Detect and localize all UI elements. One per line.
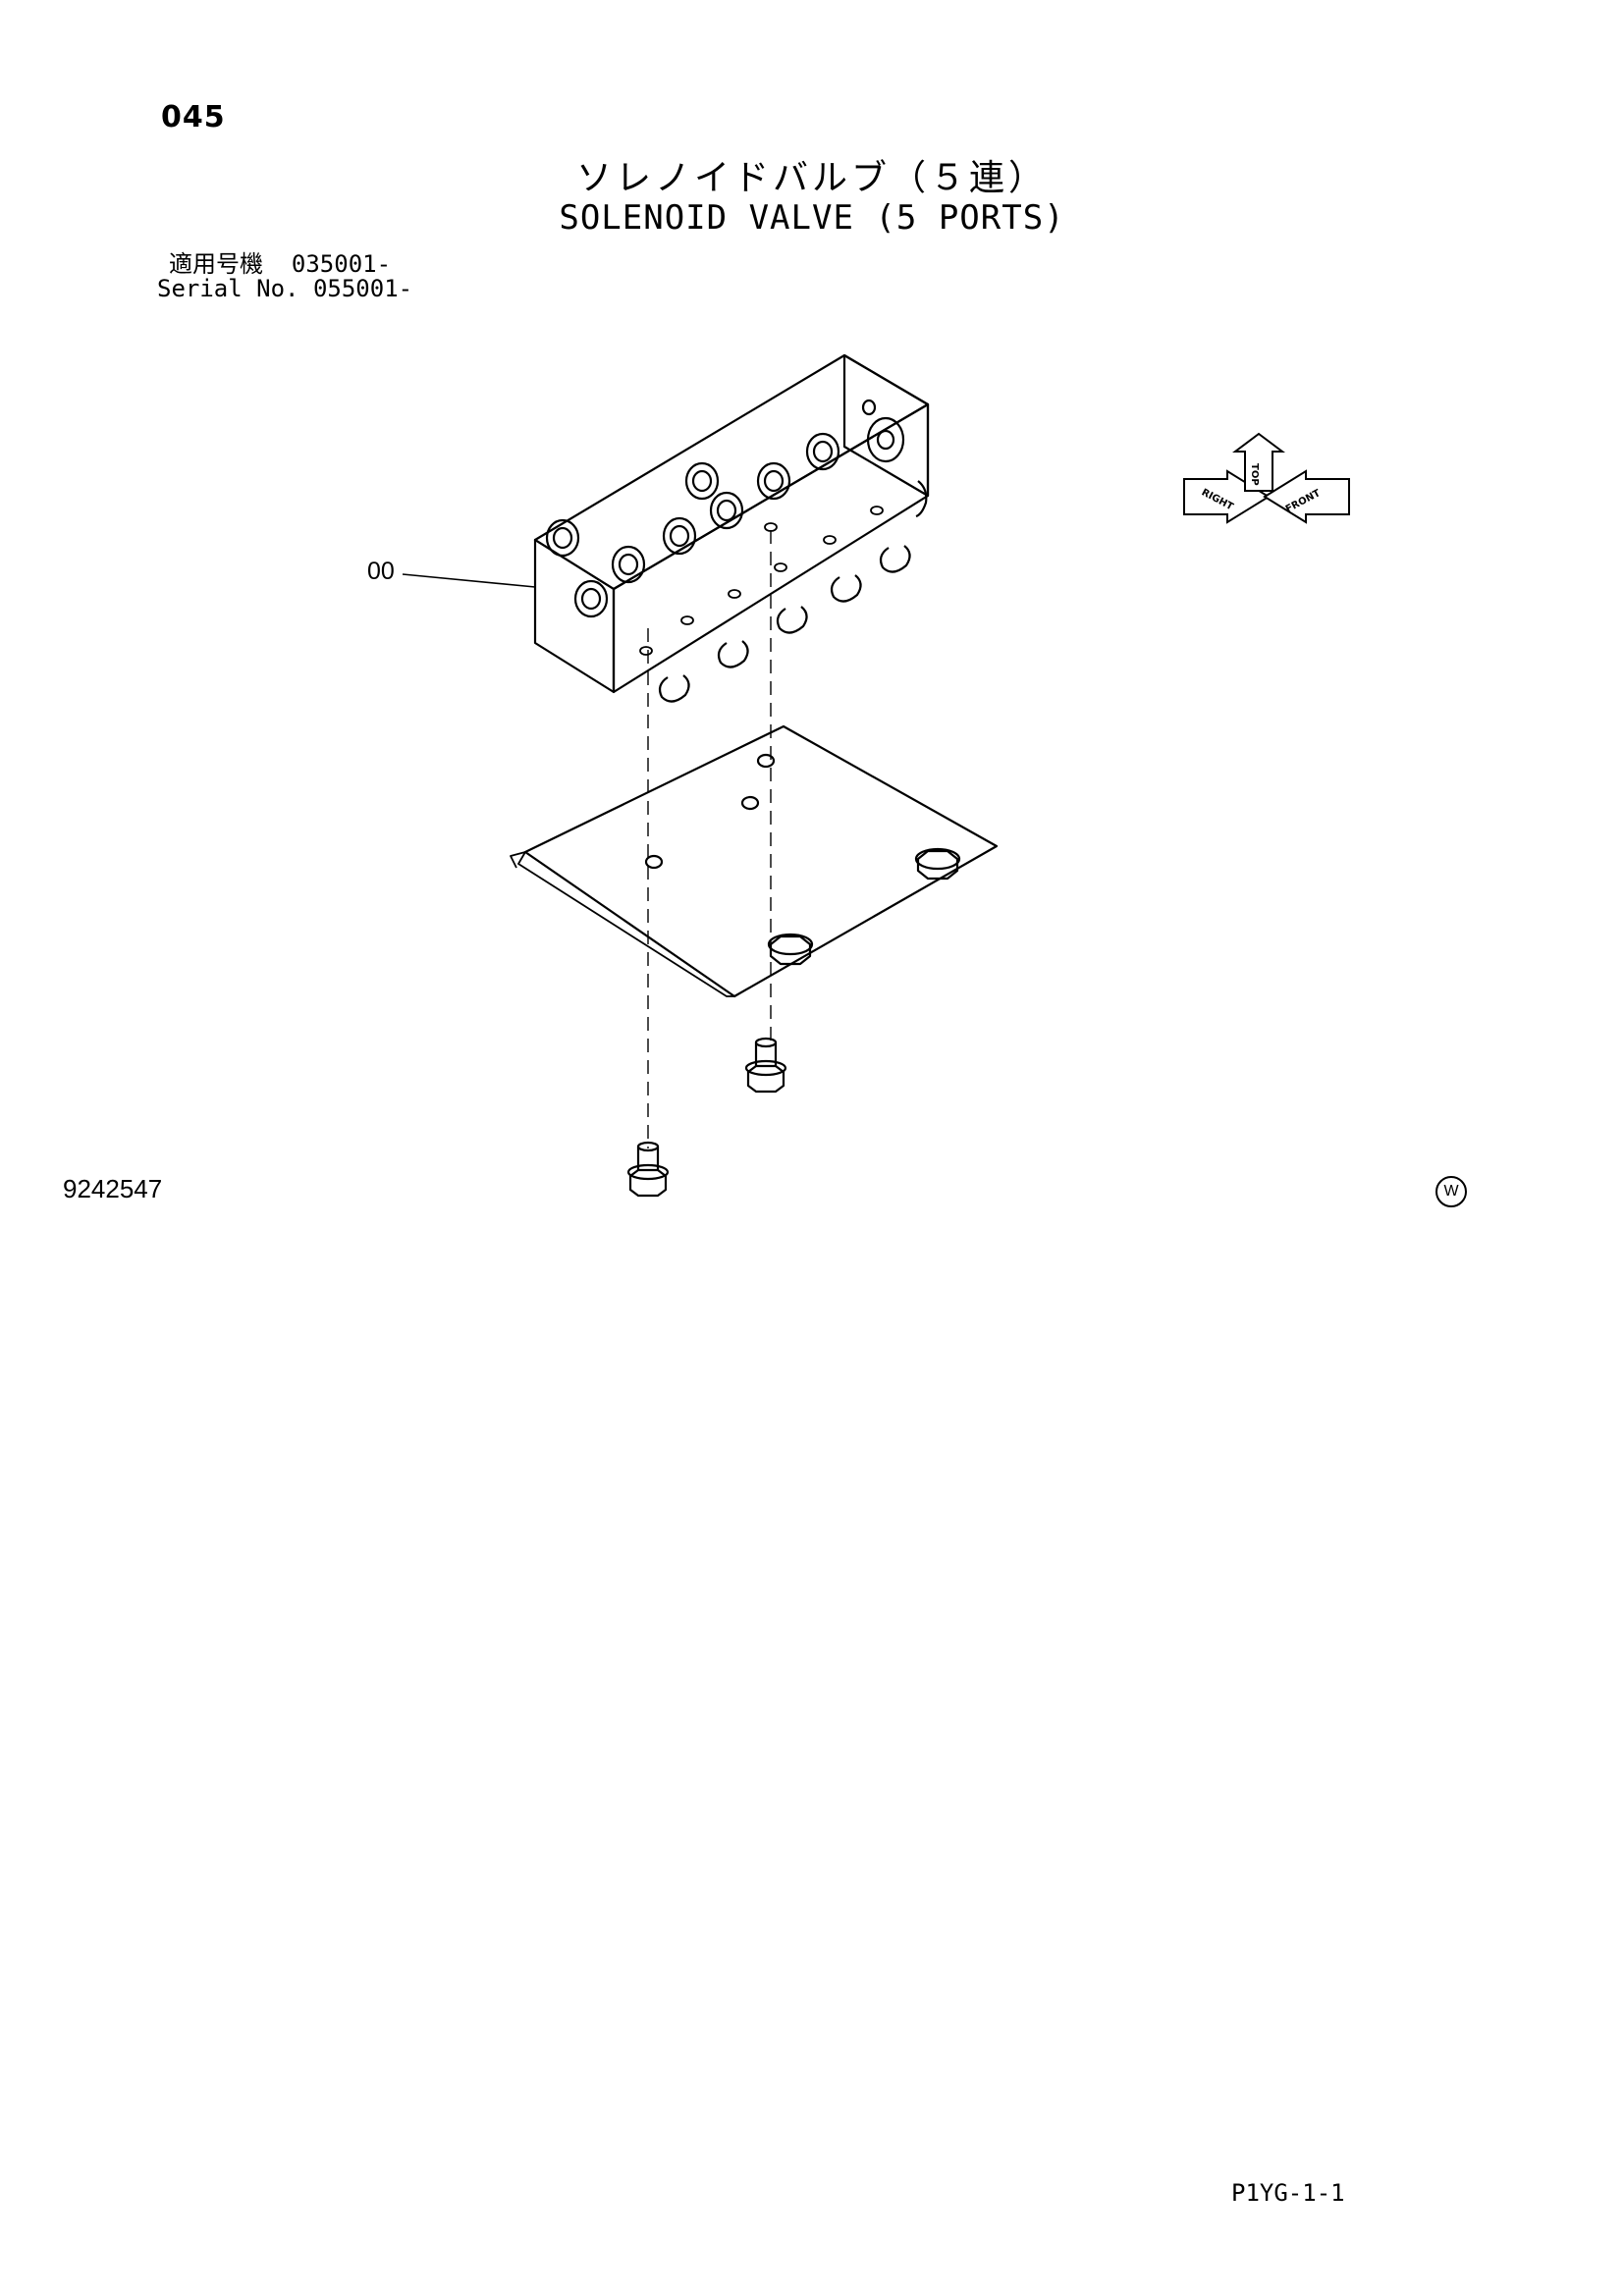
top-ports [545, 432, 840, 618]
serial-applicable-jp: 適用号機 035001- [169, 250, 392, 278]
side-holes [639, 506, 884, 656]
callout-leader [402, 573, 536, 588]
watermark-icon: W [1435, 1176, 1467, 1207]
callout-label: 00 [367, 558, 395, 585]
serial-number-en: Serial No. 055001- [157, 275, 413, 302]
plate-bolt-front [767, 933, 814, 966]
page-number: 045 [161, 100, 226, 134]
title-japanese: ソレノイドバルブ（５連） [575, 158, 1048, 198]
valve-block-end [842, 353, 930, 498]
drawing-number: 9242547 [63, 1174, 163, 1203]
mounting-plate [523, 724, 999, 998]
solenoid-coils [658, 480, 928, 703]
plate-bolt-right [914, 847, 961, 881]
loose-bolt-1 [744, 1037, 787, 1094]
orient-top-label: TOP [1249, 463, 1260, 486]
valve-block-side [612, 402, 930, 694]
title-english: SOLENOID VALVE (5 PORTS) [559, 198, 1065, 238]
valve-block-top [533, 353, 930, 591]
valve-block-front [533, 538, 616, 694]
end-plug [866, 416, 905, 463]
sheet-code: P1YG-1-1 [1231, 2179, 1345, 2207]
assembly-lines [647, 530, 772, 1148]
orientation-indicator-icon: TOP RIGHT FRONT [1183, 432, 1350, 524]
loose-bolt-2 [626, 1141, 670, 1198]
